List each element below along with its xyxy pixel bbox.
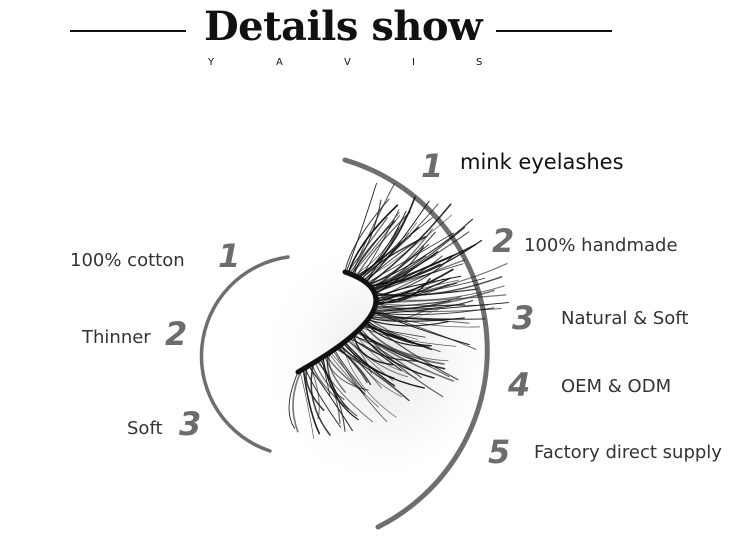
lash-strand	[366, 319, 459, 381]
lash-strand	[334, 347, 410, 402]
lash-strand	[340, 344, 382, 389]
lash-strand	[328, 352, 379, 408]
right-feature-number: 5	[488, 433, 511, 471]
lash-strand	[372, 310, 477, 350]
left-feature-number: 2	[165, 315, 188, 353]
lash-strand	[368, 218, 473, 286]
lash-strand	[351, 335, 450, 378]
lash-strand	[358, 210, 407, 279]
lash-strand	[374, 277, 451, 305]
lash-strand	[371, 226, 466, 290]
lash-strand	[371, 303, 465, 315]
left-arc	[199, 255, 290, 453]
lash-strand	[292, 369, 303, 433]
lash-strand	[373, 308, 480, 328]
lash-strand	[348, 338, 403, 372]
lash-strand	[371, 307, 495, 316]
lash-strand	[356, 330, 446, 370]
eyelash-image	[288, 182, 509, 439]
lash-strand	[311, 363, 358, 417]
right-feature-number: 2	[492, 222, 515, 260]
lash-strand	[353, 220, 396, 277]
lash-strand	[333, 348, 366, 392]
right-feature-number: 1	[421, 147, 444, 185]
lash-strand	[372, 255, 427, 292]
lash-strand	[375, 268, 454, 302]
lash-strand	[375, 259, 466, 302]
lash-strand	[357, 216, 434, 279]
lash-strand	[323, 355, 369, 391]
brand-letter: S	[476, 57, 483, 68]
lash-strand	[363, 235, 412, 282]
lash-strand	[308, 365, 353, 432]
lash-strand	[373, 308, 431, 313]
lash-strand	[338, 344, 395, 380]
left-feature-label: Thinner	[82, 327, 151, 348]
lash-strand	[375, 279, 459, 306]
lash-strand	[374, 255, 453, 295]
lash-strand	[361, 326, 419, 341]
right-arc	[342, 157, 490, 530]
lash-strand	[374, 300, 451, 308]
lash-strand	[369, 308, 441, 322]
brand-letter: Y	[208, 57, 215, 68]
lash-strand	[364, 322, 432, 347]
lash-strand	[288, 371, 299, 429]
left-feature-number: 1	[218, 237, 241, 275]
lash-strand	[302, 368, 321, 435]
lash-strand	[299, 370, 315, 439]
lash-strand	[365, 200, 430, 283]
lash-strand	[367, 203, 452, 286]
brand-letter: I	[412, 57, 415, 68]
header-rule-left	[70, 30, 186, 32]
lash-strand	[370, 314, 486, 321]
right-feature-number: 4	[508, 366, 531, 404]
lash-strand	[364, 239, 419, 283]
lash-strand	[360, 327, 457, 347]
right-feature-number: 3	[512, 299, 535, 337]
lash-strand	[362, 325, 426, 338]
lash-strand	[345, 182, 377, 273]
lash-strand	[370, 228, 433, 288]
lash-strand	[347, 204, 399, 275]
lash-strand	[355, 332, 449, 362]
lash-strand	[375, 303, 488, 306]
left-feature-label: 100% cotton	[70, 250, 185, 271]
lash-strand	[361, 214, 453, 281]
left-feature-label: Soft	[127, 418, 163, 439]
lash-strand	[359, 209, 400, 279]
right-feature-label: Natural & Soft	[561, 308, 689, 329]
lash-strand	[367, 318, 449, 327]
lash-strand	[362, 227, 400, 282]
right-feature-label: Factory direct supply	[534, 442, 722, 463]
lash-strand	[304, 367, 342, 428]
lash-strand	[374, 300, 474, 310]
lash-strand	[372, 289, 495, 312]
lash-strand	[366, 232, 410, 284]
header-rule-right	[496, 30, 612, 32]
right-feature-label: OEM & ODM	[561, 376, 672, 397]
brand-letter: V	[344, 57, 351, 68]
lash-strand	[337, 345, 368, 383]
right-feature-label: mink eyelashes	[460, 150, 624, 174]
lash-strand	[336, 346, 372, 386]
brand-letter: A	[276, 57, 283, 68]
lash-strand	[369, 316, 470, 324]
lash-strand	[321, 357, 331, 397]
page-title: Details show	[203, 3, 483, 50]
lash-strand	[325, 354, 366, 395]
lash-strand	[314, 361, 345, 400]
lash-strand	[374, 282, 458, 307]
lash-strand	[372, 243, 430, 291]
right-feature-label: 100% handmade	[524, 235, 678, 256]
lash-strand	[351, 183, 395, 276]
left-feature-number: 3	[179, 405, 202, 443]
lash-strand	[368, 317, 465, 323]
lash-strand	[348, 199, 382, 275]
